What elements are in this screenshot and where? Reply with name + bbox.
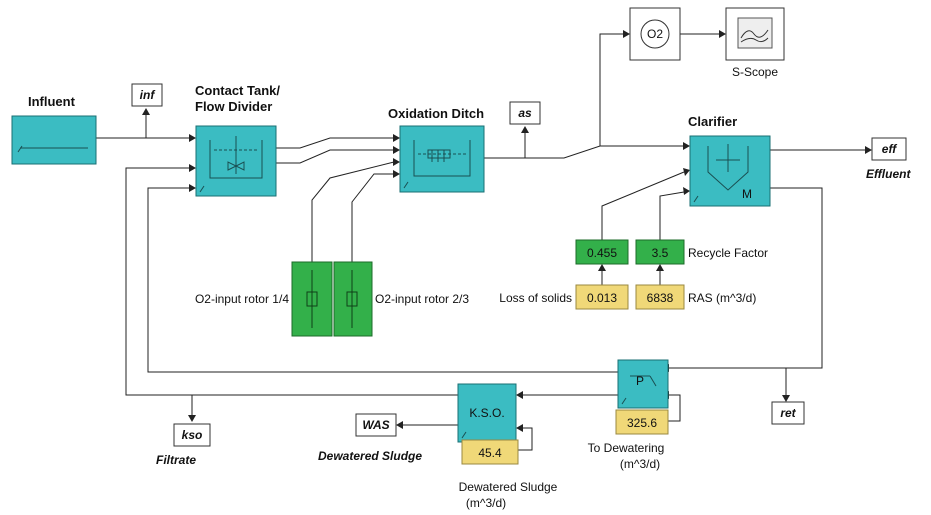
svg-text:3.5: 3.5 xyxy=(652,246,669,260)
was-tag[interactable]: WAS xyxy=(355,413,397,437)
influent-block[interactable] xyxy=(11,115,97,165)
effluent-caption: Effluent xyxy=(866,167,911,181)
svg-text:45.4: 45.4 xyxy=(478,446,502,460)
clarifier-block[interactable]: M xyxy=(689,135,771,207)
flow-divider-icon xyxy=(199,136,263,193)
slider-icon xyxy=(346,291,358,307)
rotor1-block[interactable] xyxy=(291,261,333,337)
kso-label: K.S.O. xyxy=(469,406,504,420)
kso-tag[interactable]: kso xyxy=(173,423,211,447)
dewatered-sludge-constant[interactable]: 45.4 xyxy=(461,439,519,465)
contact-tank-block[interactable] xyxy=(195,125,277,197)
as-tag[interactable]: as xyxy=(509,101,541,125)
recycle-display[interactable]: 3.5 xyxy=(635,239,685,265)
to-dewatering-constant[interactable]: 325.6 xyxy=(615,409,669,435)
o2-meter-block[interactable]: O2 xyxy=(629,7,681,61)
filtrate-caption: Filtrate xyxy=(156,453,196,467)
svg-text:6838: 6838 xyxy=(647,291,674,305)
svg-text:ret: ret xyxy=(780,406,796,420)
oxidation-ditch-title: Oxidation Ditch xyxy=(388,106,484,121)
o2-meter-label: O2 xyxy=(647,27,663,41)
loss-display[interactable]: 0.455 xyxy=(575,239,629,265)
oxidation-ditch-block[interactable] xyxy=(399,125,485,193)
kso-block[interactable]: K.S.O. xyxy=(457,383,517,443)
pump-symbol: P xyxy=(636,374,644,388)
svg-text:0.455: 0.455 xyxy=(587,246,617,260)
clarifier-icon xyxy=(693,144,749,203)
eff-tag[interactable]: eff xyxy=(871,137,907,161)
contact-tank-title-line2: Flow Divider xyxy=(195,99,272,114)
inf-tag[interactable]: inf xyxy=(131,83,163,107)
scope-label: S-Scope xyxy=(732,65,778,79)
dewatered-sludge-label-line1: Dewatered Sludge xyxy=(459,480,558,494)
ret-tag[interactable]: ret xyxy=(771,401,805,425)
svg-text:WAS: WAS xyxy=(362,418,389,432)
ras-label: RAS (m^3/d) xyxy=(688,291,756,305)
influent-title: Influent xyxy=(28,94,76,109)
contact-tank-title-line1: Contact Tank/ xyxy=(195,83,280,98)
to-dewatering-label-line2: (m^3/d) xyxy=(620,457,660,471)
pump-icon xyxy=(630,375,657,387)
pump-block[interactable]: P xyxy=(617,359,669,409)
signal-lines xyxy=(96,30,872,451)
loss-of-solids-constant[interactable]: 0.013 xyxy=(575,284,629,310)
rotor1-label: O2-input rotor 1/4 xyxy=(195,292,289,306)
scope-block[interactable] xyxy=(725,7,785,61)
clarifier-title: Clarifier xyxy=(688,114,737,129)
rotor2-label: O2-input rotor 2/3 xyxy=(375,292,469,306)
clarifier-motor-symbol: M xyxy=(742,187,752,201)
was-caption: Dewatered Sludge xyxy=(318,449,422,463)
svg-text:inf: inf xyxy=(140,88,156,102)
svg-text:0.013: 0.013 xyxy=(587,291,617,305)
loss-of-solids-label: Loss of solids xyxy=(499,291,572,305)
rotor2-block[interactable] xyxy=(333,261,373,337)
aerator-icon xyxy=(403,140,471,189)
scope-wave-icon xyxy=(740,29,769,39)
slider-icon xyxy=(306,291,318,307)
svg-text:as: as xyxy=(518,106,532,120)
svg-text:eff: eff xyxy=(882,142,897,156)
svg-text:325.6: 325.6 xyxy=(627,416,657,430)
svg-text:kso: kso xyxy=(182,428,203,442)
ras-constant[interactable]: 6838 xyxy=(635,284,685,310)
recycle-factor-label: Recycle Factor xyxy=(688,246,768,260)
dewatered-sludge-label-line2: (m^3/d) xyxy=(466,496,506,510)
to-dewatering-label-line1: To Dewatering xyxy=(588,441,665,455)
